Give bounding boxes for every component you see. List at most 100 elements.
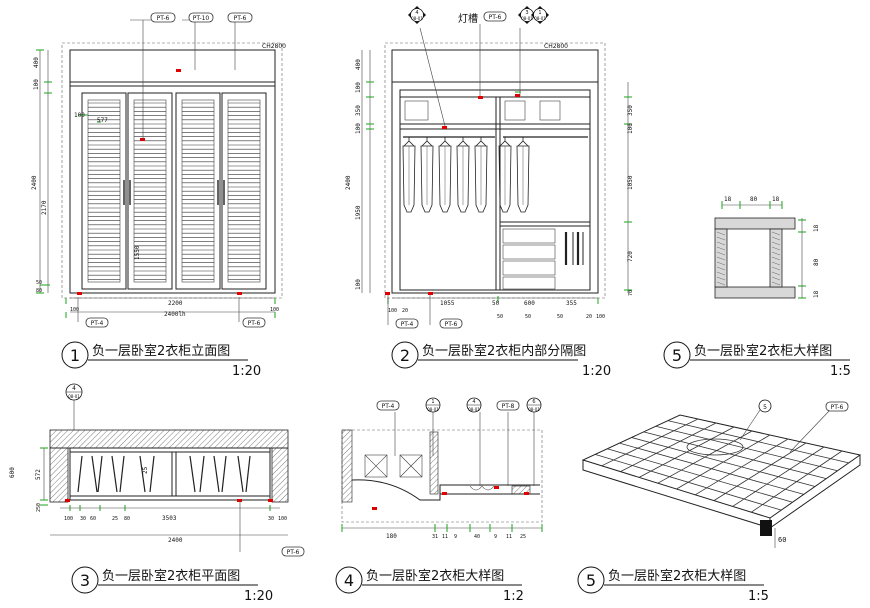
drawing-number: 2 xyxy=(400,346,410,365)
svg-text:25: 25 xyxy=(112,516,118,522)
plan-hangers xyxy=(77,455,251,493)
elevation-drawing: PT-6 PT-10 PT-6 CH2800 400 100 2400 2170… xyxy=(31,12,286,328)
svg-text:80: 80 xyxy=(36,288,42,294)
svg-text:100: 100 xyxy=(596,314,605,320)
hanging-garment xyxy=(474,137,488,213)
svg-text:100: 100 xyxy=(355,279,362,290)
svg-text:20: 20 xyxy=(586,314,592,320)
svg-text:2400: 2400 xyxy=(168,537,183,544)
interior-partition-drawing: 4 08-01 3 08-01 1 08-01 灯槽 PT-6 CH2800 4 xyxy=(345,6,634,329)
svg-text:355: 355 xyxy=(566,300,577,307)
hanging-garment xyxy=(516,137,530,213)
svg-text:PT-4: PT-4 xyxy=(91,320,104,327)
tag-pt6-a: PT-6 xyxy=(150,12,176,23)
svg-text:PT-6: PT-6 xyxy=(489,14,502,21)
svg-text:50: 50 xyxy=(557,314,563,320)
section-mark-6-detail: 6 08-01 xyxy=(526,397,542,413)
svg-text:1: 1 xyxy=(538,10,541,16)
svg-text:400: 400 xyxy=(355,59,362,70)
svg-text:25: 25 xyxy=(142,466,149,474)
isometric-grid-lines xyxy=(595,418,849,513)
detail-hatch xyxy=(716,231,781,286)
svg-text:PT-6: PT-6 xyxy=(157,15,170,22)
section-mark-4: 4 08-01 xyxy=(408,6,426,24)
svg-text:11: 11 xyxy=(442,534,448,540)
tag-pt4-2: PT-4 xyxy=(395,318,419,329)
drawing-scale: 1:20 xyxy=(244,589,273,604)
plan-drawing: 4 08-01 600 572 250 100 30 60 25 80 3503… xyxy=(9,383,305,557)
svg-text:60: 60 xyxy=(90,516,96,522)
light-slot-label: 灯槽 xyxy=(458,12,478,25)
tag-pt6-f: PT-6 xyxy=(281,546,305,557)
tag-pt6-c: PT-6 xyxy=(242,317,266,328)
hanging-garment xyxy=(402,137,416,213)
tag-pt6-b: PT-6 xyxy=(227,12,253,23)
svg-text:2400: 2400 xyxy=(345,175,352,190)
svg-text:50: 50 xyxy=(497,314,503,320)
svg-text:PT-4: PT-4 xyxy=(382,403,395,410)
svg-text:2400: 2400 xyxy=(31,175,38,190)
drawing-number: 4 xyxy=(344,571,354,590)
tag-pt10: PT-10 xyxy=(188,12,214,23)
ceiling-height-label-1: CH2800 xyxy=(262,43,286,50)
drawing-number: 5 xyxy=(586,571,596,590)
drawing-title: 负一层卧室2衣柜大样图 xyxy=(608,568,746,584)
drawing-scale: 1:2 xyxy=(503,589,524,604)
svg-text:08-01: 08-01 xyxy=(68,394,80,399)
svg-text:3: 3 xyxy=(525,10,528,16)
svg-text:2170: 2170 xyxy=(41,200,48,215)
svg-text:2200: 2200 xyxy=(168,300,183,307)
svg-text:08-01: 08-01 xyxy=(427,407,439,412)
section-mark-1-detail: 1 08-01 xyxy=(425,397,441,413)
svg-text:80: 80 xyxy=(124,516,130,522)
drawing-scale: 1:20 xyxy=(582,364,611,379)
svg-text:50: 50 xyxy=(492,300,500,307)
tag-pt6-g: PT-6 xyxy=(825,401,849,412)
svg-text:PT-4: PT-4 xyxy=(401,321,414,328)
svg-text:720: 720 xyxy=(627,251,634,262)
drawing-title: 负一层卧室2衣柜大样图 xyxy=(694,343,832,359)
svg-text:350: 350 xyxy=(355,105,362,116)
svg-text:100: 100 xyxy=(64,516,73,522)
svg-text:250: 250 xyxy=(36,503,42,512)
interior-drawers xyxy=(502,228,556,290)
svg-text:30: 30 xyxy=(80,516,86,522)
drawing-scale: 1:5 xyxy=(830,364,851,379)
ceiling-height-label-2: CH2800 xyxy=(544,43,568,50)
svg-text:PT-8: PT-8 xyxy=(502,403,515,410)
svg-text:100: 100 xyxy=(355,123,362,134)
svg-text:1950: 1950 xyxy=(355,205,362,220)
svg-text:PT-6: PT-6 xyxy=(287,549,300,556)
tag-pt6-e: PT-6 xyxy=(439,318,463,329)
svg-text:25: 25 xyxy=(520,534,526,540)
drawing-title: 负一层卧室2衣柜内部分隔图 xyxy=(422,343,586,359)
svg-text:08-01: 08-01 xyxy=(521,16,533,21)
svg-text:100: 100 xyxy=(355,82,362,93)
svg-text:31: 31 xyxy=(432,534,438,540)
drawing-scale: 1:20 xyxy=(232,364,261,379)
svg-text:80: 80 xyxy=(813,258,820,266)
svg-text:08-01: 08-01 xyxy=(411,16,423,21)
svg-text:18: 18 xyxy=(813,290,820,298)
svg-text:100: 100 xyxy=(627,123,634,134)
svg-text:PT-6: PT-6 xyxy=(234,15,247,22)
svg-text:70: 70 xyxy=(628,290,634,296)
svg-text:100: 100 xyxy=(388,308,397,314)
svg-text:50: 50 xyxy=(525,314,531,320)
drawing-number: 1 xyxy=(70,346,80,365)
drawing-title-block: 2 负一层卧室2衣柜内部分隔图 1:20 xyxy=(391,341,611,379)
svg-text:18: 18 xyxy=(724,196,732,203)
svg-text:3503: 3503 xyxy=(162,515,177,522)
svg-text:100: 100 xyxy=(70,307,79,313)
tag-pt8: PT-8 xyxy=(496,400,520,411)
svg-text:100: 100 xyxy=(74,112,85,119)
svg-text:5: 5 xyxy=(763,404,767,411)
section-mark-5-iso: 5 xyxy=(758,399,772,413)
hanging-garment xyxy=(438,137,452,213)
svg-text:50: 50 xyxy=(36,280,42,286)
